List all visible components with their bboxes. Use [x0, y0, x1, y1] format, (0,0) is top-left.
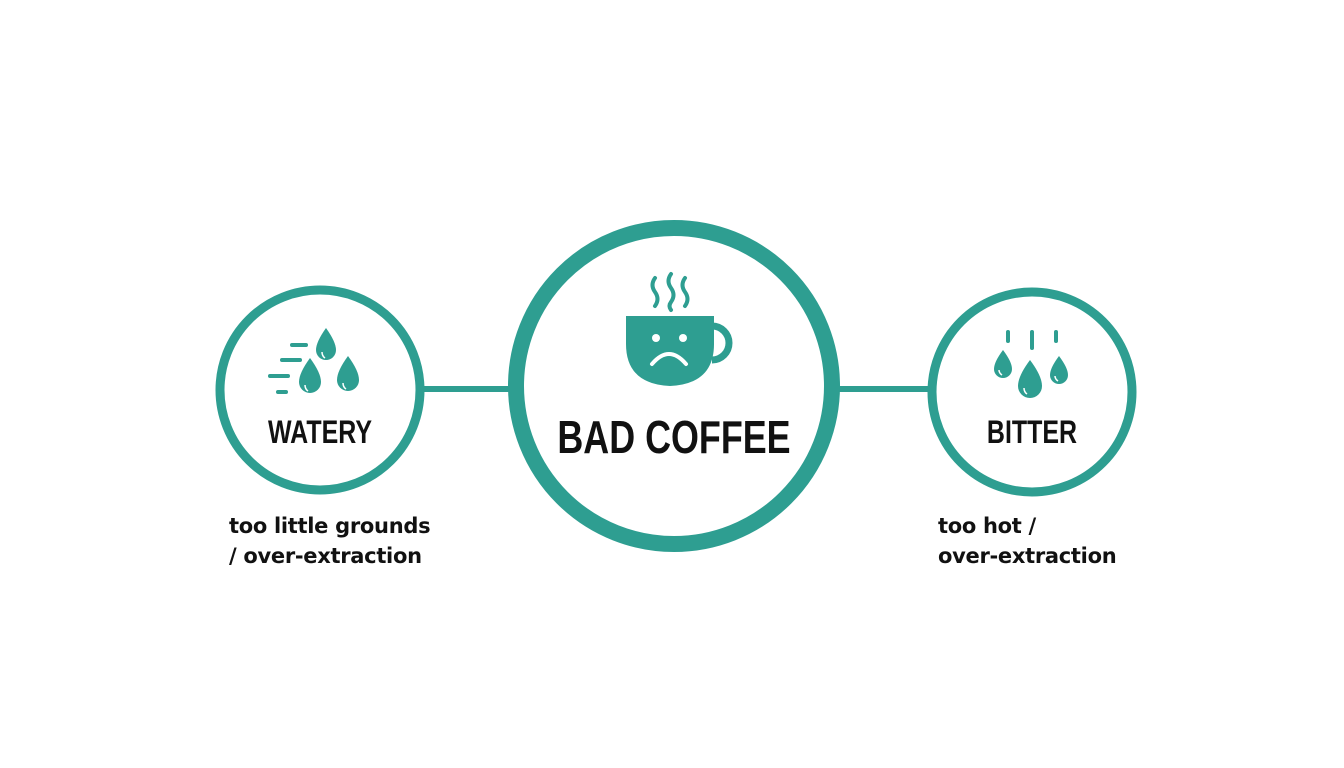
- bitter-label: BITTER: [986, 414, 1078, 450]
- watery-node-circle: [215, 285, 425, 495]
- watery-caption: too little grounds / over-extraction: [229, 511, 431, 571]
- water-drops-motion-icon: [268, 328, 359, 394]
- sad-coffee-cup-icon: [626, 272, 733, 386]
- watery-caption-line1: too little grounds: [229, 514, 431, 538]
- bitter-caption: too hot / over-extraction: [938, 511, 1117, 571]
- dripping-drops-icon: [994, 330, 1068, 398]
- watery-label: WATERY: [267, 414, 372, 450]
- bad-coffee-label: BAD COFFEE: [557, 411, 791, 463]
- bitter-caption-line1: too hot /: [938, 514, 1036, 538]
- watery-caption-line2: / over-extraction: [229, 544, 422, 568]
- bitter-caption-line2: over-extraction: [938, 544, 1117, 568]
- bad-coffee-node-circle: [508, 220, 840, 552]
